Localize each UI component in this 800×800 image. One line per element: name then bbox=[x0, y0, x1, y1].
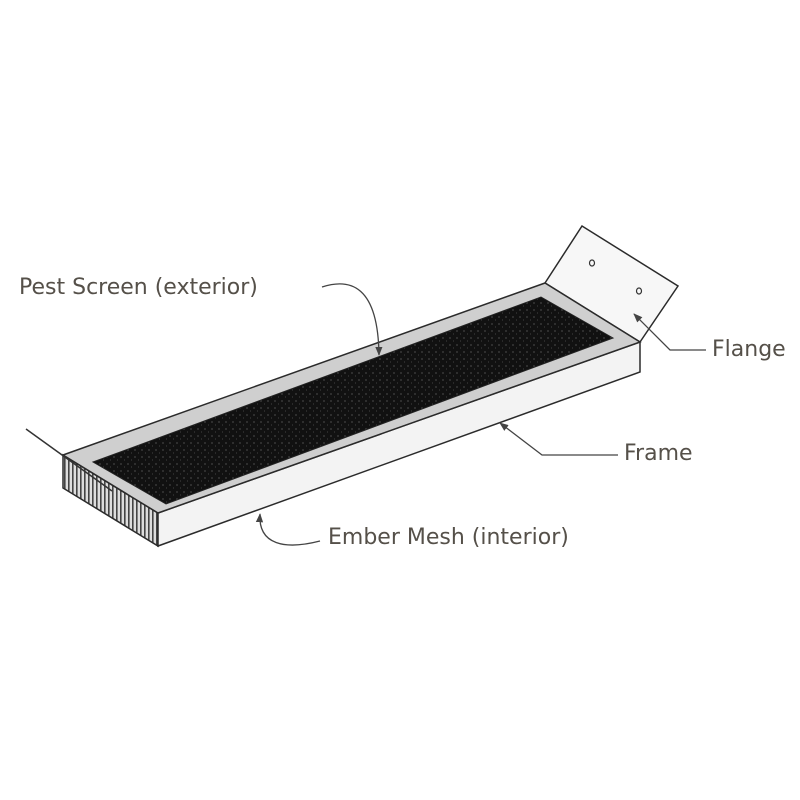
pest-screen-label: Pest Screen (exterior) bbox=[19, 275, 258, 300]
pest-screen-leader bbox=[321, 283, 383, 356]
ember-mesh-leader bbox=[255, 513, 321, 546]
left-flange-edge bbox=[25, 428, 113, 492]
flange-hole bbox=[635, 287, 643, 295]
flange-hole bbox=[588, 259, 596, 267]
ember-mesh-label: Ember Mesh (interior) bbox=[328, 525, 569, 550]
flange-leader bbox=[633, 313, 706, 351]
frame-leader bbox=[499, 422, 618, 456]
frame-label: Frame bbox=[624, 441, 693, 466]
flange-label: Flange bbox=[712, 337, 786, 362]
pest-screen-mesh bbox=[91, 296, 615, 505]
